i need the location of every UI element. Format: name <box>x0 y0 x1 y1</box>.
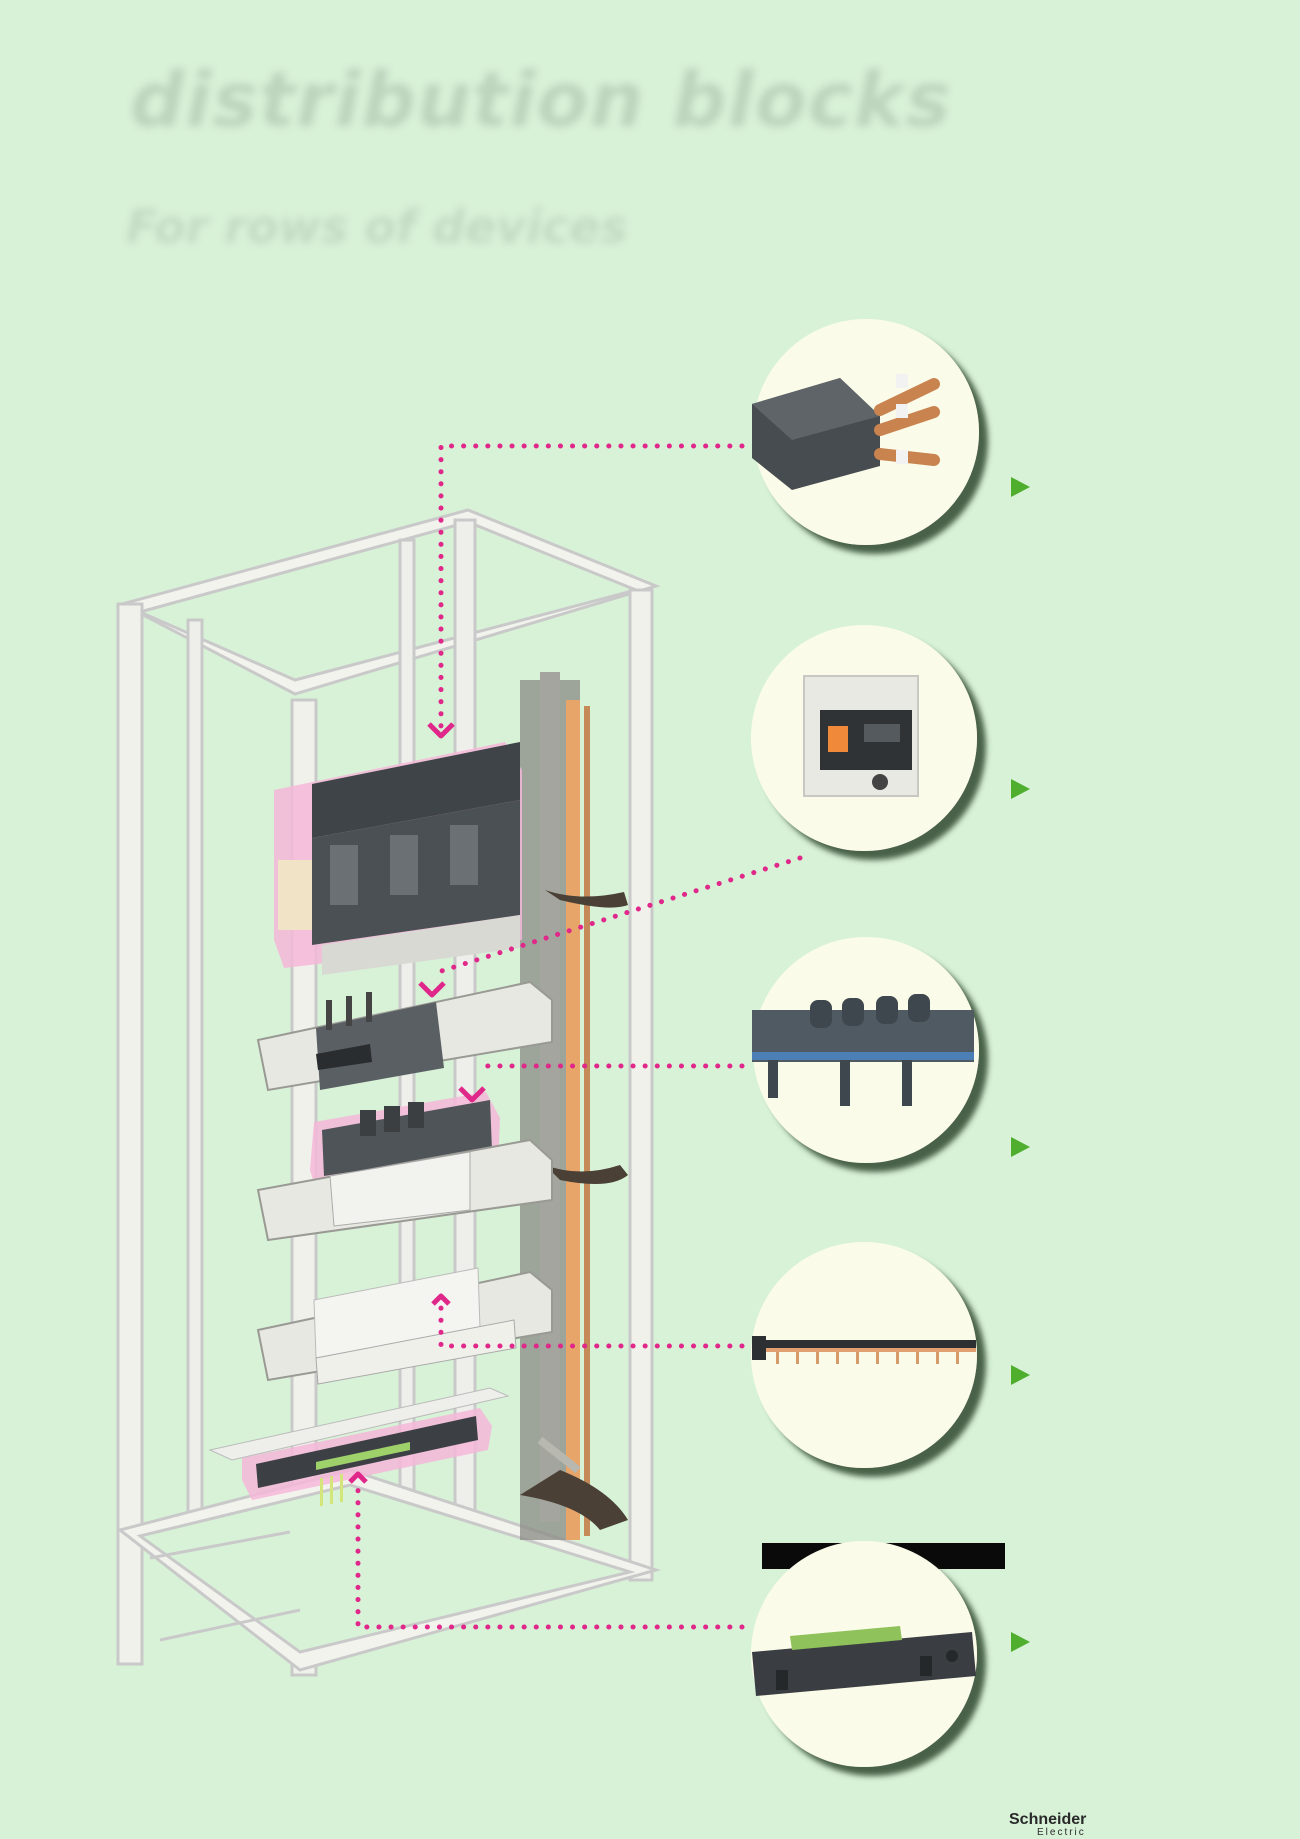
callout-modular-comb-busbar <box>751 1242 977 1468</box>
callout-5-arrow <box>1011 1632 1030 1652</box>
callout-distribution-block <box>751 1541 977 1767</box>
row-4-modular <box>256 1267 553 1385</box>
callout-comb-busbar <box>752 937 979 1163</box>
page-subtitle: For rows of devices <box>126 200 628 254</box>
logo-brand: Schneider <box>1009 1811 1087 1828</box>
callout-busbar-connector <box>752 319 979 545</box>
comb-busbar-icon <box>752 994 974 1106</box>
callout-circuit-breaker <box>751 625 977 851</box>
distribution-block-icon <box>752 1626 976 1696</box>
leader-lines <box>355 443 803 1630</box>
leader-chevrons <box>348 722 486 1484</box>
callout-3-arrow <box>1011 1137 1030 1157</box>
callout-2-arrow <box>1011 779 1030 799</box>
row-1-breaker <box>274 742 522 975</box>
row-5-distribution-block <box>208 1387 510 1506</box>
row-2-switch <box>256 980 553 1092</box>
schneider-logo: Schneider Electric <box>1009 1812 1086 1838</box>
modular-comb-icon <box>752 1336 976 1364</box>
callout-4-arrow <box>1011 1365 1030 1385</box>
circuit-breaker-icon <box>803 675 919 797</box>
page-title: distribution blocks <box>130 55 952 144</box>
busbar-connector-icon <box>752 374 940 490</box>
callout-1-arrow <box>1011 477 1030 497</box>
logo-sub: Electric <box>1037 1827 1086 1838</box>
row-3-comb <box>256 1092 553 1242</box>
vertical-busbar <box>520 672 628 1540</box>
